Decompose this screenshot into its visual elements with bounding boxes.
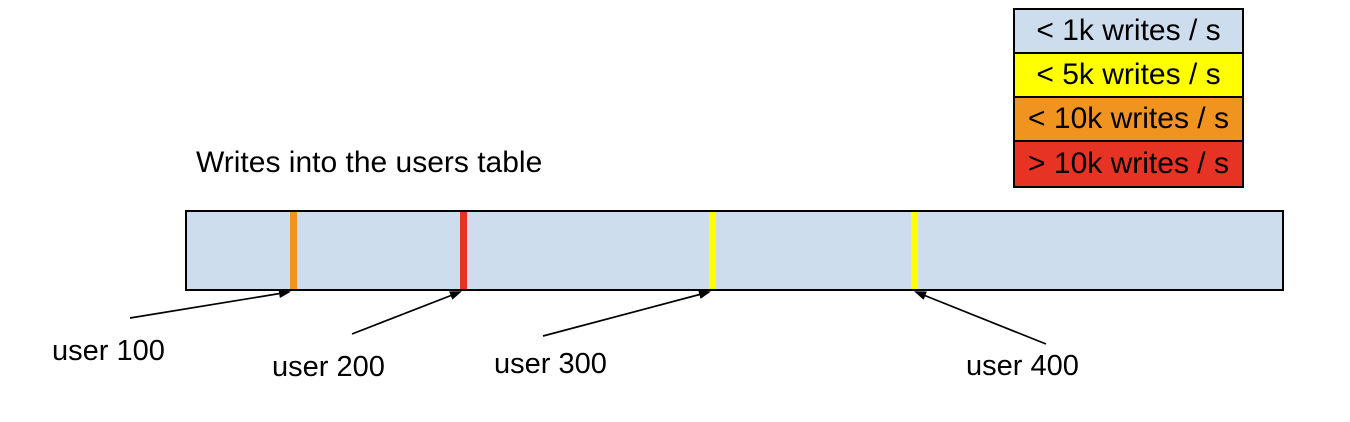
arrow-3 — [914, 291, 1047, 345]
legend-item-3: > 10k writes / s — [1015, 142, 1242, 186]
legend-item-1: < 5k writes / s — [1015, 54, 1242, 98]
user-label-2: user 300 — [494, 348, 607, 380]
legend: < 1k writes / s < 5k writes / s < 10k writ… — [1013, 8, 1244, 188]
arrow-1 — [351, 291, 462, 335]
user-label-1: user 200 — [272, 351, 385, 383]
legend-item-0: < 1k writes / s — [1015, 10, 1242, 54]
write-hotspot-stripe-user-100 — [289, 212, 297, 289]
legend-item-label: < 1k writes / s — [1036, 14, 1221, 47]
arrow-2 — [542, 290, 711, 337]
user-label-0: user 100 — [52, 335, 165, 367]
legend-item-2: < 10k writes / s — [1015, 98, 1242, 142]
users-table-bar — [185, 210, 1284, 291]
legend-item-label: < 10k writes / s — [1028, 102, 1229, 135]
diagram-title: Writes into the users table — [196, 146, 543, 179]
write-hotspot-stripe-user-400 — [910, 212, 918, 289]
legend-item-label: > 10k writes / s — [1028, 147, 1229, 180]
arrow-0 — [129, 289, 291, 319]
user-label-3: user 400 — [966, 350, 1079, 382]
write-hotspot-stripe-user-300 — [708, 212, 716, 289]
write-hotspot-stripe-user-200 — [459, 212, 467, 289]
legend-item-label: < 5k writes / s — [1036, 58, 1221, 91]
